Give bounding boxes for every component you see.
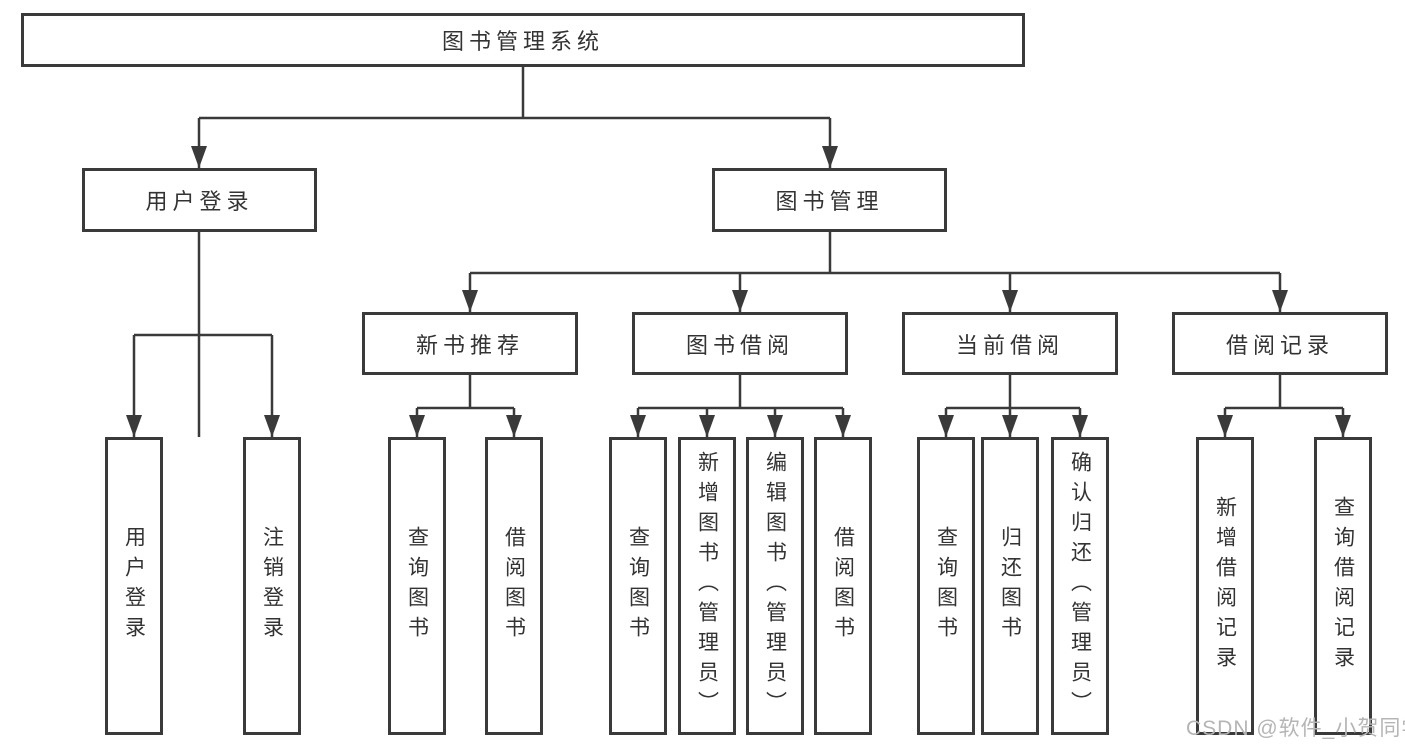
node-borrow-record: 借阅记录 xyxy=(1172,312,1388,375)
leaf-current-confirm-admin: 确认归还（管理员） xyxy=(1051,437,1109,735)
leaf-record-query: 查询借阅记录 xyxy=(1314,437,1372,735)
node-current-borrow: 当前借阅 xyxy=(902,312,1118,375)
arrowhead-icon xyxy=(264,415,280,437)
node-book-borrow: 图书借阅 xyxy=(632,312,848,375)
leaf-newbook-query: 查询图书 xyxy=(388,437,446,735)
leaf-label: 查询借阅记录 xyxy=(1331,496,1355,676)
arrowhead-icon xyxy=(938,415,954,437)
leaf-label: 注销登录 xyxy=(260,526,284,646)
arrowhead-icon xyxy=(126,415,142,437)
leaf-label: 用户登录 xyxy=(122,526,146,646)
arrowhead-icon xyxy=(822,146,838,168)
leaf-current-query: 查询图书 xyxy=(917,437,975,735)
node-new-book-recommend: 新书推荐 xyxy=(362,312,578,375)
node-user-login: 用户登录 xyxy=(82,168,317,232)
arrowhead-icon xyxy=(409,415,425,437)
arrowhead-icon xyxy=(699,415,715,437)
node-root: 图书管理系统 xyxy=(21,13,1025,67)
leaf-label: 查询图书 xyxy=(626,526,650,646)
leaf-current-return: 归还图书 xyxy=(981,437,1039,735)
leaf-user-login: 用户登录 xyxy=(105,437,163,735)
arrowhead-icon xyxy=(506,415,522,437)
connector-path xyxy=(132,67,1345,437)
leaf-label: 借阅图书 xyxy=(502,526,526,646)
arrowhead-icon xyxy=(1072,415,1088,437)
leaf-label: 新增图书（管理员） xyxy=(695,451,719,721)
arrowhead-icon xyxy=(630,415,646,437)
leaf-label: 借阅图书 xyxy=(831,526,855,646)
leaf-label: 查询图书 xyxy=(405,526,429,646)
leaf-borrow-borrow: 借阅图书 xyxy=(814,437,872,735)
leaf-borrow-query: 查询图书 xyxy=(609,437,667,735)
arrowhead-icon xyxy=(732,290,748,312)
arrowhead-icon xyxy=(462,290,478,312)
leaf-record-add: 新增借阅记录 xyxy=(1196,437,1254,735)
leaf-borrow-edit-admin: 编辑图书（管理员） xyxy=(746,437,804,735)
node-book-management: 图书管理 xyxy=(712,168,947,232)
leaf-label: 新增借阅记录 xyxy=(1213,496,1237,676)
leaf-newbook-borrow: 借阅图书 xyxy=(485,437,543,735)
leaf-label: 确认归还（管理员） xyxy=(1068,451,1092,721)
arrowhead-icon xyxy=(1002,290,1018,312)
leaf-label: 查询图书 xyxy=(934,526,958,646)
arrowhead-icon xyxy=(1272,290,1288,312)
leaf-borrow-add-admin: 新增图书（管理员） xyxy=(678,437,736,735)
leaf-logout: 注销登录 xyxy=(243,437,301,735)
leaf-label: 归还图书 xyxy=(998,526,1022,646)
arrowhead-icon xyxy=(1217,415,1233,437)
arrowhead-icon xyxy=(1002,415,1018,437)
watermark: CSDN @软件_小贺同学 xyxy=(1186,717,1405,740)
leaf-label: 编辑图书（管理员） xyxy=(763,451,787,721)
arrowhead-icon xyxy=(835,415,851,437)
arrowhead-icon xyxy=(191,146,207,168)
arrowhead-icon xyxy=(1335,415,1351,437)
arrowhead-icon xyxy=(767,415,783,437)
